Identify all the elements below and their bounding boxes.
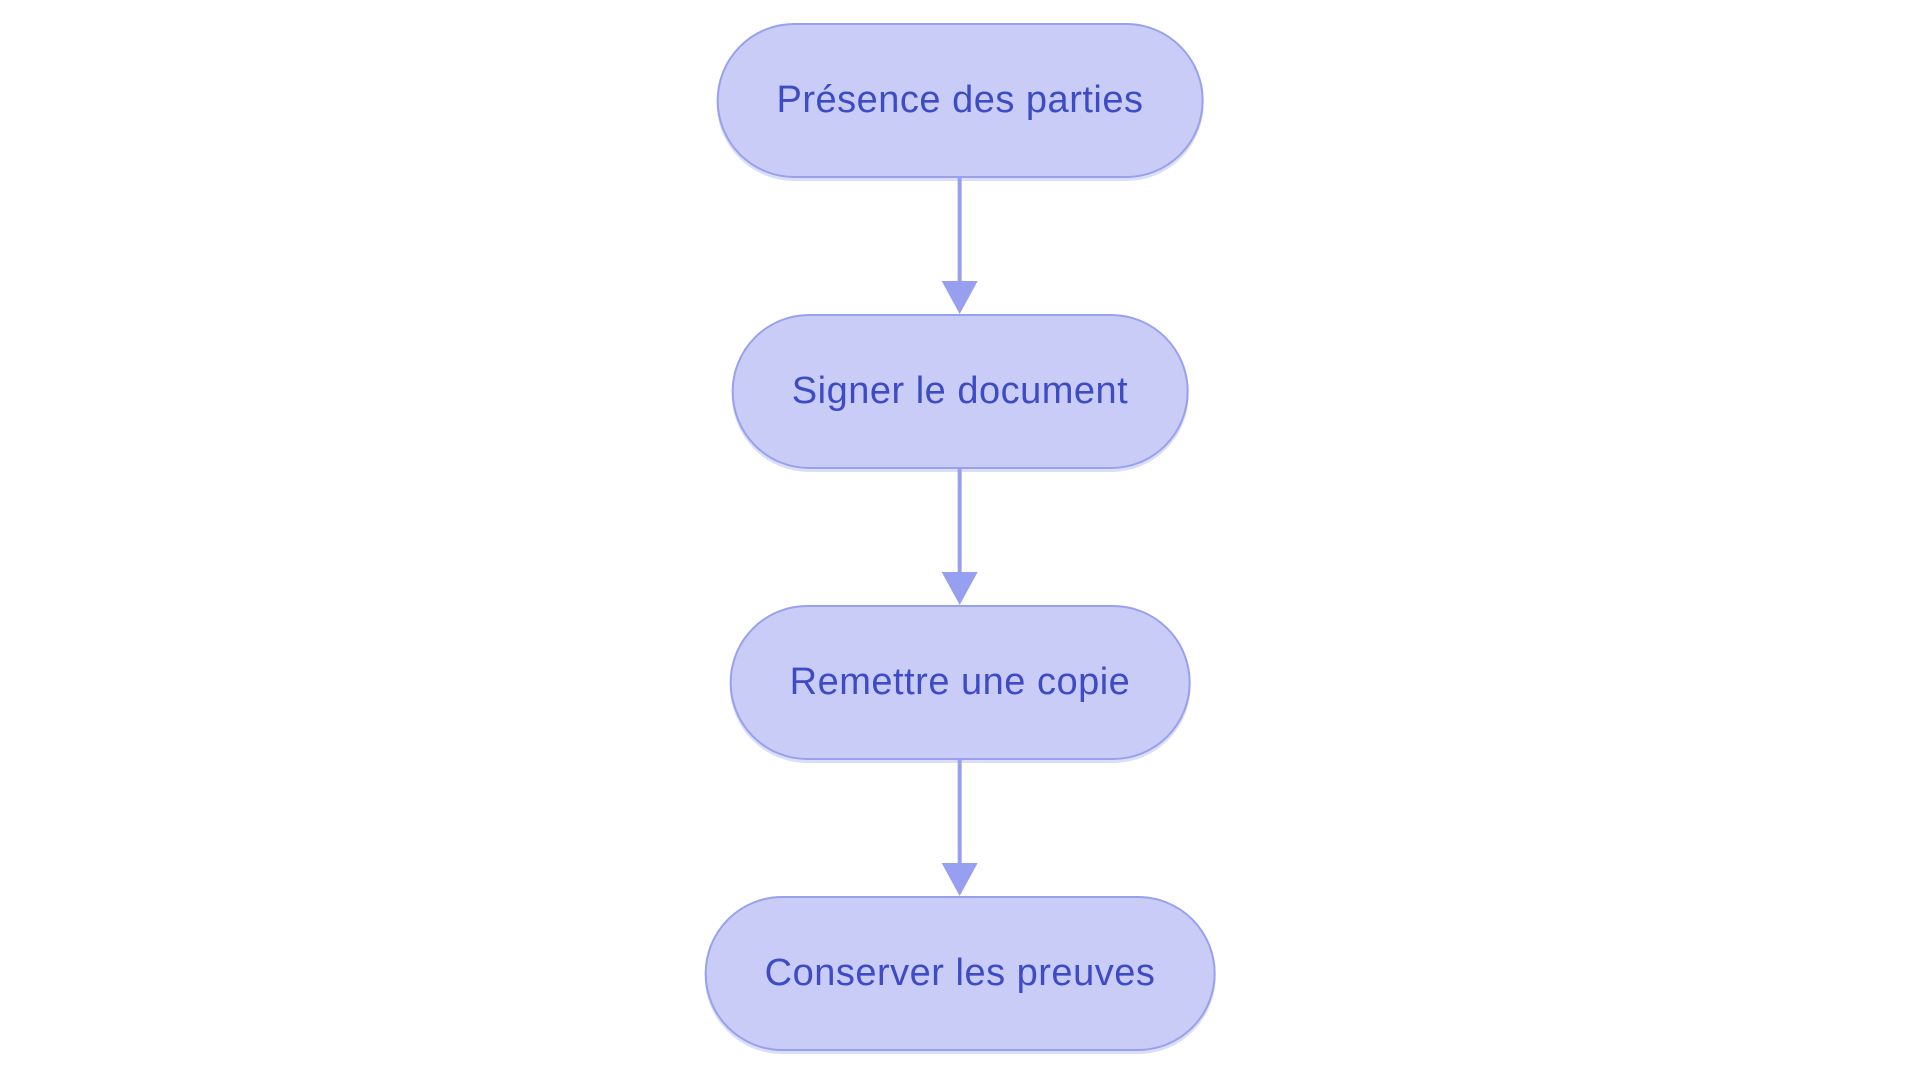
flow-node-signer-le-document: Signer le document xyxy=(731,314,1189,469)
flow-arrow-2 xyxy=(941,469,978,605)
flow-node-presence-des-parties: Présence des parties xyxy=(716,23,1204,178)
arrow-line xyxy=(957,178,962,281)
flow-node-conserver-les-preuves: Conserver les preuves xyxy=(704,896,1216,1051)
flow-arrow-3 xyxy=(941,760,978,896)
arrow-line xyxy=(957,760,962,863)
flowchart: Présence des parties Signer le document … xyxy=(704,23,1216,1051)
arrow-line xyxy=(957,469,962,572)
flow-arrow-1 xyxy=(941,178,978,314)
arrow-down-icon xyxy=(941,281,978,314)
flow-node-label: Remettre une copie xyxy=(789,661,1131,703)
flow-node-label: Conserver les preuves xyxy=(764,952,1156,994)
arrow-down-icon xyxy=(941,572,978,605)
flow-node-remettre-une-copie: Remettre une copie xyxy=(729,605,1191,760)
flow-node-label: Présence des parties xyxy=(776,79,1144,121)
arrow-down-icon xyxy=(941,863,978,896)
flow-node-label: Signer le document xyxy=(791,370,1129,412)
